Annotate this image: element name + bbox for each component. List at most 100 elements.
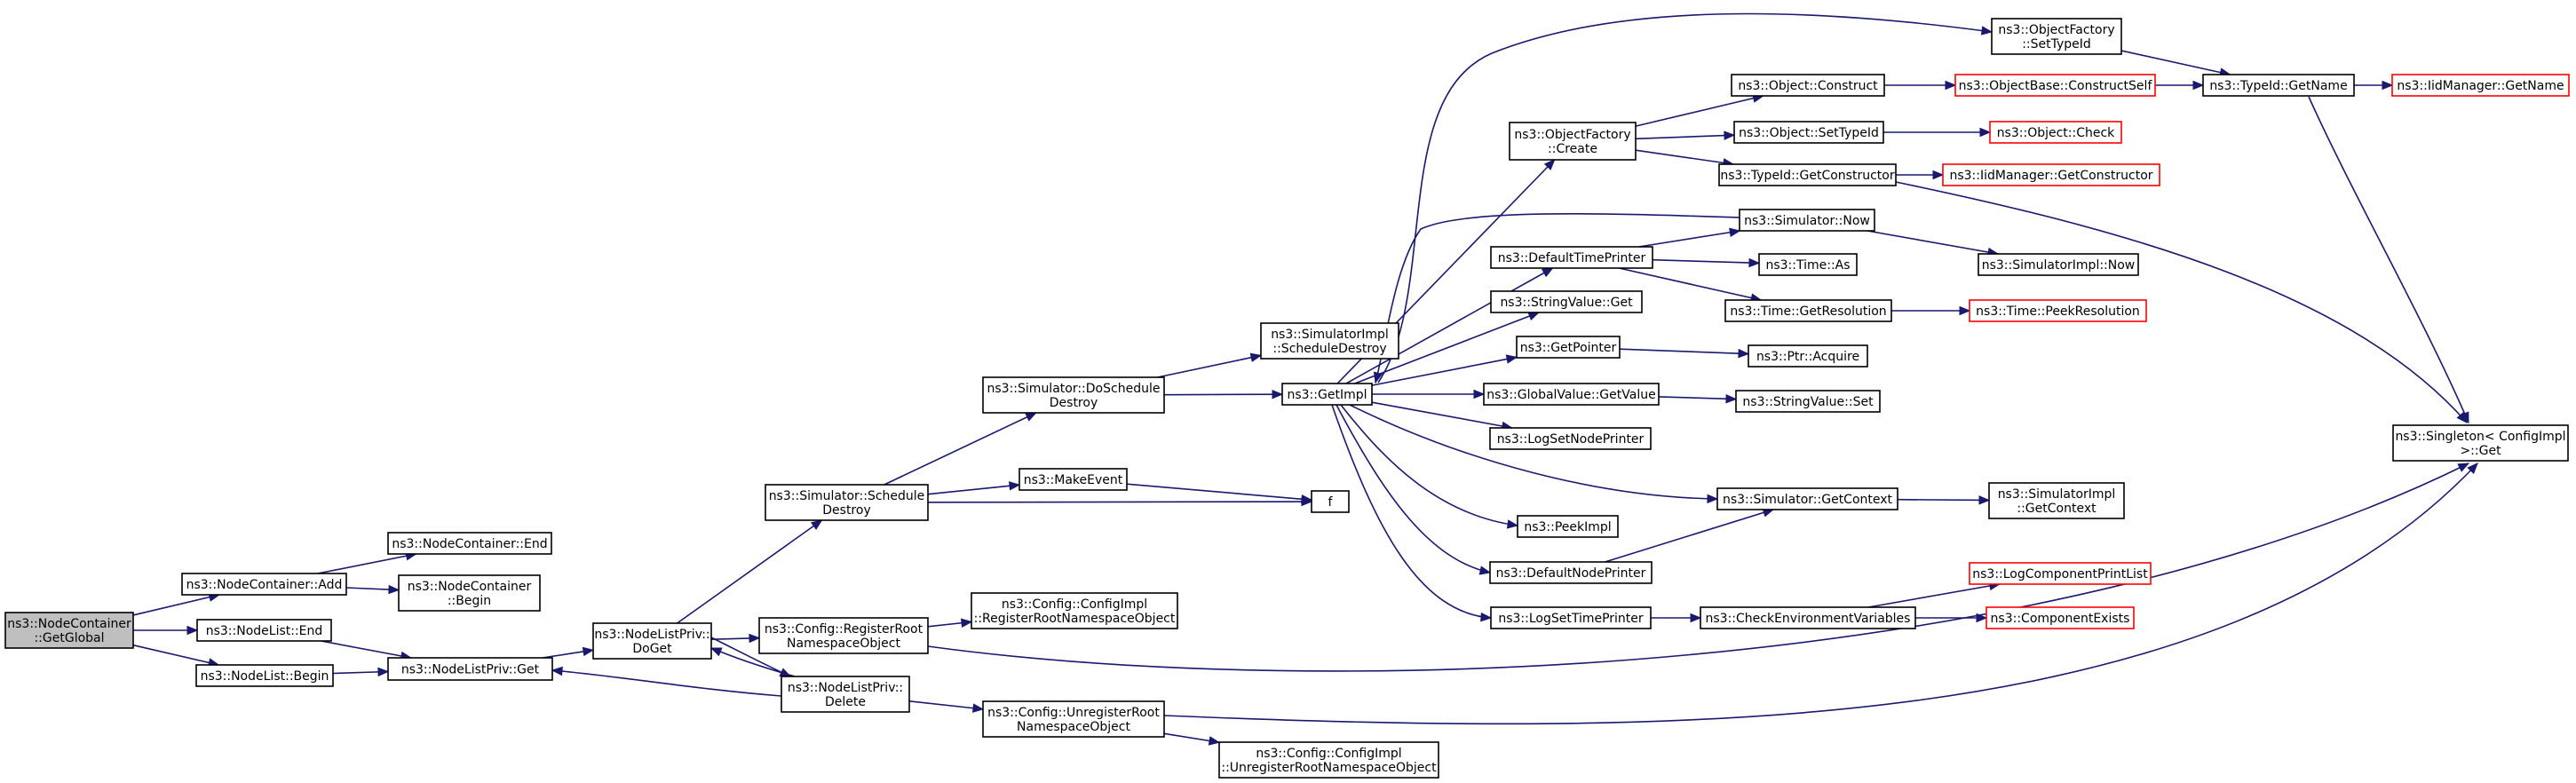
node-ptr-acquire[interactable]: ns3::Ptr::Acquire (1748, 344, 1868, 368)
node-object-check[interactable]: ns3::Object::Check (1989, 121, 2122, 144)
node-label: ns3::NodeList::Begin (201, 669, 329, 684)
node-box (1490, 606, 1652, 629)
node-typeid-getconstructor[interactable]: ns3::TypeId::GetConstructor (1718, 163, 1897, 186)
node-defaultnodeprinter[interactable]: ns3::DefaultNodePrinter (1489, 561, 1653, 584)
node-box (765, 484, 929, 521)
node-globalvalue-getvalue[interactable]: ns3::GlobalValue::GetValue (1483, 383, 1660, 406)
edge-objfactory_create-to-object_settypeid (1635, 130, 1736, 140)
node-box (1733, 121, 1884, 144)
arrowhead-icon (1978, 495, 1991, 505)
edge-line (1638, 230, 1740, 248)
arrowhead-icon (1373, 371, 1383, 384)
node-label: ns3::NodeListPriv::Get (401, 663, 540, 677)
node-objfactory-settypeid[interactable]: ns3::ObjectFactory::SetTypeId (1991, 18, 2122, 55)
node-box (1739, 209, 1875, 232)
edge-getimpl-to-globalvalue_getvalue (1372, 389, 1486, 399)
node-componentexists[interactable]: ns3::ComponentExists (1986, 606, 2135, 629)
node-simimpl-scheddestroy[interactable]: ns3::SimulatorImpl::ScheduleDestroy (1260, 322, 1399, 360)
node-label: ns3::MakeEvent (1024, 473, 1123, 487)
edge-nc_add-to-nc_begin (345, 584, 400, 595)
edge-nl_end-to-nlp_get (321, 640, 413, 661)
node-box (592, 622, 712, 660)
arrowhead-icon (709, 647, 723, 657)
node-time-as[interactable]: ns3::Time::As (1758, 253, 1858, 276)
edge-line (1336, 404, 1491, 573)
node-box (1019, 468, 1128, 491)
node-label: ns3::ObjectFactory (1514, 128, 1630, 142)
node-label: ns3::Simulator::GetContext (1723, 493, 1893, 507)
node-box (1748, 344, 1868, 368)
node-box (4, 612, 134, 649)
node-cfg-register[interactable]: ns3::Config::RegisterRootNamespaceObject (758, 617, 929, 654)
arrowhead-icon (1979, 127, 1992, 138)
node-nlp-doget[interactable]: ns3::NodeListPriv::DoGet (592, 622, 712, 660)
node-label: Destroy (822, 503, 870, 518)
edge-getimpl-to-logsetnodeprinter (1371, 401, 1514, 431)
edge-line (2120, 50, 2231, 75)
node-nl-begin[interactable]: ns3::NodeList::Begin (195, 664, 334, 687)
node-box (1735, 390, 1881, 413)
node-box (1724, 299, 1892, 322)
node-label: ns3::Time::GetResolution (1730, 304, 1886, 319)
node-nlp-get[interactable]: ns3::NodeListPriv::Get (387, 657, 553, 681)
arrowhead-icon (1738, 348, 1750, 359)
edge-sim_getcontext-to-simimpl_getcontext (1897, 495, 1991, 505)
arrowhead-icon (1473, 389, 1486, 399)
arrowhead-icon (1480, 612, 1493, 622)
node-stringvalue-set[interactable]: ns3::StringValue::Set (1735, 390, 1881, 413)
node-cfgimpl-unregister[interactable]: ns3::Config::ConfigImpl::UnregisterRootN… (1218, 741, 1439, 779)
node-iidmanager-getconstructor[interactable]: ns3::IidManager::GetConstructor (1942, 163, 2160, 186)
arrowhead-icon (1724, 130, 1736, 140)
node-iidmanager-getname[interactable]: ns3::IidManager::GetName (2391, 74, 2570, 97)
node-logsetnodeprinter[interactable]: ns3::LogSetNodePrinter (1489, 427, 1652, 450)
node-stringvalue-get[interactable]: ns3::StringValue::Get (1490, 290, 1643, 313)
edge-line (1619, 348, 1749, 355)
node-nlp-delete[interactable]: ns3::NodeListPriv::Delete (781, 676, 910, 713)
node-label: ns3::NodeContainer (408, 580, 532, 594)
node-nl-end[interactable]: ns3::NodeList::End (196, 619, 332, 642)
node-peekimpl[interactable]: ns3::PeekImpl (1517, 515, 1619, 538)
node-simimpl-getcontext[interactable]: ns3::SimulatorImpl::GetContext (1988, 482, 2125, 519)
node-typeid-getname[interactable]: ns3::TypeId::GetName (2202, 74, 2355, 97)
node-box (1989, 121, 2122, 144)
node-cfgimpl-register[interactable]: ns3::Config::ConfigImpl::RegisterRootNam… (971, 592, 1178, 629)
arrowhead-icon (1980, 26, 1993, 36)
arrowhead-icon (388, 584, 400, 595)
edge-line (1371, 356, 1518, 386)
node-getimpl[interactable]: ns3::GetImpl (1281, 383, 1373, 406)
node-label: ns3::DefaultNodePrinter (1496, 566, 1646, 581)
node-getpointer[interactable]: ns3::GetPointer (1516, 336, 1621, 359)
node-object-settypeid[interactable]: ns3::Object::SetTypeId (1733, 121, 1884, 144)
node-cfg-unregister[interactable]: ns3::Config::UnregisterRootNamespaceObje… (982, 700, 1165, 738)
node-makeevent[interactable]: ns3::MakeEvent (1019, 468, 1128, 491)
node-sim-sched-destroy[interactable]: ns3::Simulator::ScheduleDestroy (765, 484, 929, 521)
node-time-peekresolution[interactable]: ns3::Time::PeekResolution (1969, 299, 2147, 322)
node-f[interactable]: f (1311, 490, 1350, 513)
node-logsettimeprinter[interactable]: ns3::LogSetTimePrinter (1490, 606, 1652, 629)
node-sim-now[interactable]: ns3::Simulator::Now (1739, 209, 1875, 232)
node-object-construct[interactable]: ns3::Object::Construct (1731, 74, 1885, 97)
node-label: ns3::GlobalValue::GetValue (1486, 388, 1655, 402)
node-objectbase-constructself[interactable]: ns3::ObjectBase::ConstructSelf (1954, 74, 2156, 97)
node-box (1311, 490, 1350, 513)
node-sim-getcontext[interactable]: ns3::Simulator::GetContext (1716, 487, 1898, 510)
node-nc-end[interactable]: ns3::NodeContainer::End (387, 532, 552, 555)
edge-getpointer-to-ptr_acquire (1619, 348, 1750, 359)
node-defaulttimeprinter[interactable]: ns3::DefaultTimePrinter (1490, 246, 1653, 269)
arrowhead-icon (551, 666, 563, 676)
node-label: f (1328, 495, 1334, 510)
node-label: ns3::NodeContainer::Add (186, 578, 343, 592)
node-simimpl-now[interactable]: ns3::SimulatorImpl::Now (1978, 253, 2139, 276)
arrowhead-icon (2467, 463, 2478, 474)
node-box (1700, 606, 1916, 629)
node-time-getresolution[interactable]: ns3::Time::GetResolution (1724, 299, 1892, 322)
node-objfactory-create[interactable]: ns3::ObjectFactory::Create (1509, 122, 1637, 161)
node-nc-add[interactable]: ns3::NodeContainer::Add (181, 573, 347, 596)
node-checkenv[interactable]: ns3::CheckEnvironmentVariables (1700, 606, 1916, 629)
node-singleton-get[interactable]: ns3::Singleton< ConfigImpl>::Get (2392, 424, 2569, 462)
node-logcomponentprintlist[interactable]: ns3::LogComponentPrintList (1969, 562, 2152, 585)
node-label: ns3::GetImpl (1287, 388, 1367, 402)
node-nc-begin[interactable]: ns3::NodeContainer::Begin (398, 574, 541, 612)
